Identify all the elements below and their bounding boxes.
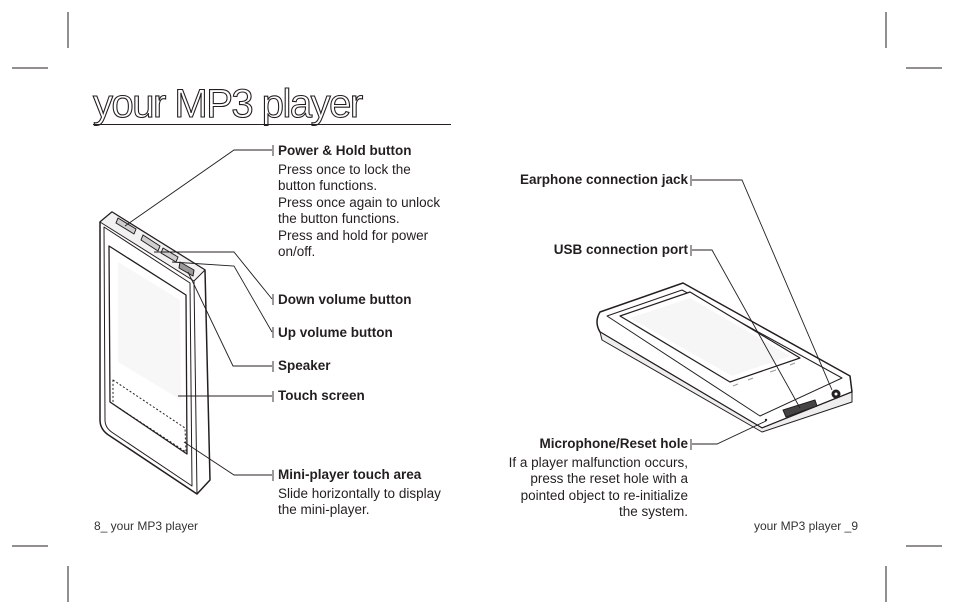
title-underline: [93, 124, 451, 125]
mini-player-desc-line: the mini-player.: [278, 502, 370, 518]
microphone-desc-line: the system.: [618, 504, 688, 520]
earphone-jack-label: Earphone connection jack: [519, 172, 688, 187]
footer-right-page-number: your MP3 player _9: [753, 519, 858, 533]
page-title: your MP3 player: [92, 82, 363, 126]
power-hold-label: Power & Hold button: [278, 143, 412, 158]
power-hold-desc-line: Press once again to unlock: [278, 194, 441, 210]
microphone-desc-line: If a player malfunction occurs,: [508, 455, 688, 470]
down-volume-label: Down volume button: [278, 292, 412, 307]
crop-marks: [12, 12, 942, 602]
left-leader-lines: [124, 145, 274, 481]
microphone-desc-line: pointed object to re-initialize: [520, 487, 688, 503]
device-perspective-view: [596, 282, 853, 433]
power-hold-desc-line: the button functions.: [278, 211, 400, 227]
power-hold-desc-line: Press and hold for power: [278, 227, 429, 243]
power-hold-desc-line: Press once to lock the: [278, 162, 411, 177]
up-volume-label: Up volume button: [278, 325, 393, 340]
device-front-view: [99, 211, 211, 495]
microphone-reset-label: Microphone/Reset hole: [539, 436, 688, 451]
microphone-reset-description: If a player malfunction occurs, press th…: [448, 455, 688, 521]
right-leader-lines: [690, 175, 833, 450]
mini-player-desc-line: Slide horizontally to display: [278, 486, 441, 501]
power-hold-desc-line: button functions.: [278, 178, 378, 194]
power-hold-desc-line: on/off.: [278, 244, 316, 260]
footer-left-page-number: 8_ your MP3 player: [94, 519, 199, 533]
mini-player-label: Mini-player touch area: [278, 467, 422, 482]
power-hold-description: Press once to lock the button functions.…: [278, 162, 440, 260]
speaker-label: Speaker: [278, 358, 331, 373]
mini-player-description: Slide horizontally to display the mini-p…: [278, 486, 441, 519]
usb-port-label: USB connection port: [553, 242, 688, 257]
touch-screen-label: Touch screen: [278, 388, 365, 403]
microphone-desc-line: press the reset hole with a: [530, 471, 688, 487]
